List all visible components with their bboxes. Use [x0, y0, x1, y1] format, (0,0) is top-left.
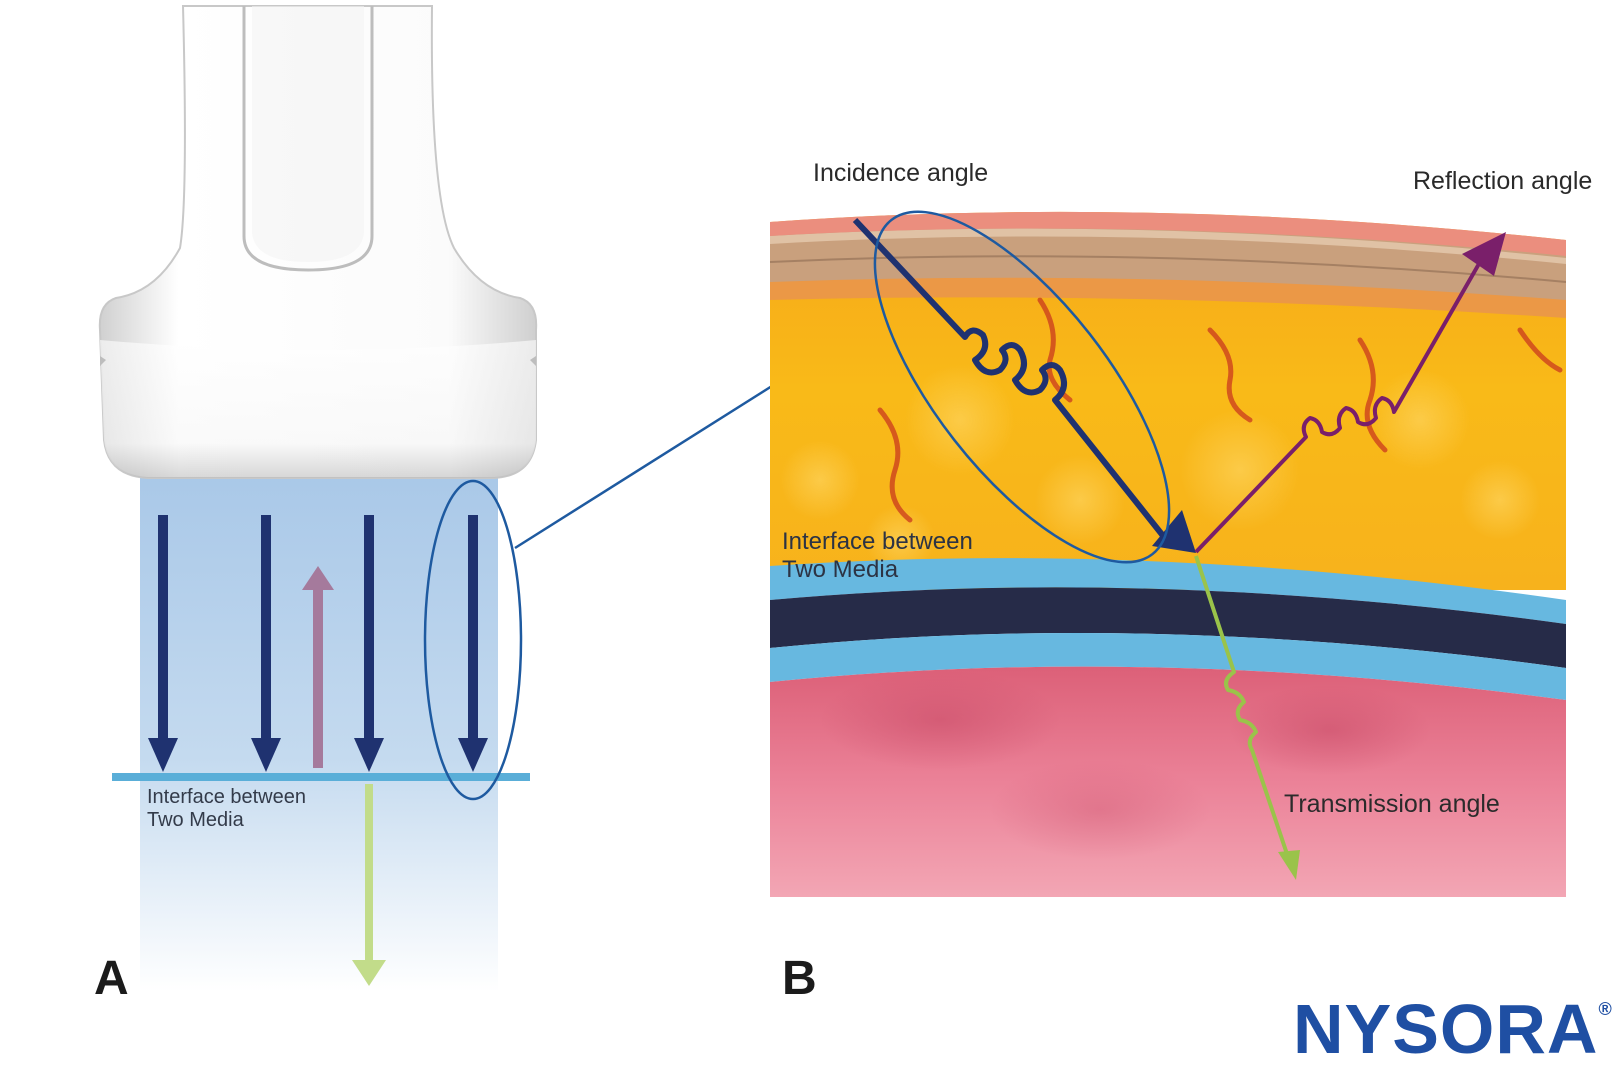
- interface-label-a: Interface between Two Media: [147, 786, 306, 831]
- incident-arrow-4: [458, 515, 488, 772]
- panel-b: [770, 210, 1566, 897]
- interface-label-b: Interface between Two Media: [782, 528, 973, 583]
- reflected-arrow: [302, 566, 334, 768]
- panel-a: [98, 5, 538, 992]
- blood-vessels: [877, 297, 1563, 523]
- fascia-lower: [770, 632, 1566, 700]
- transmission-angle-label: Transmission angle: [1284, 790, 1500, 818]
- reflected-wave-arrow: [1194, 232, 1506, 554]
- ultrasound-probe-icon: [98, 5, 538, 479]
- logo-text: NYSORA: [1293, 990, 1599, 1068]
- fascia-upper: [770, 558, 1566, 624]
- transmitted-wave-arrow: [1194, 555, 1300, 880]
- callout-ellipse-b: [873, 210, 1171, 564]
- incident-arrow-2: [251, 515, 281, 772]
- interface-line-a: [112, 773, 530, 781]
- nysora-logo: NYSORA®: [1293, 994, 1613, 1064]
- transmitted-arrow: [352, 784, 386, 986]
- registered-mark: ®: [1598, 999, 1613, 1019]
- tan-layer: [770, 220, 1566, 300]
- incident-arrow-3: [354, 515, 384, 772]
- incident-arrows: [148, 515, 488, 772]
- incidence-angle-label: Incidence angle: [813, 159, 989, 187]
- fascia-dark: [770, 587, 1566, 668]
- callout-ellipse-a: [423, 479, 523, 801]
- panel-label-a: A: [94, 952, 129, 1005]
- panel-label-b: B: [782, 952, 817, 1005]
- incident-arrow-1: [148, 515, 178, 772]
- reflection-angle-label: Reflection angle: [1413, 167, 1593, 195]
